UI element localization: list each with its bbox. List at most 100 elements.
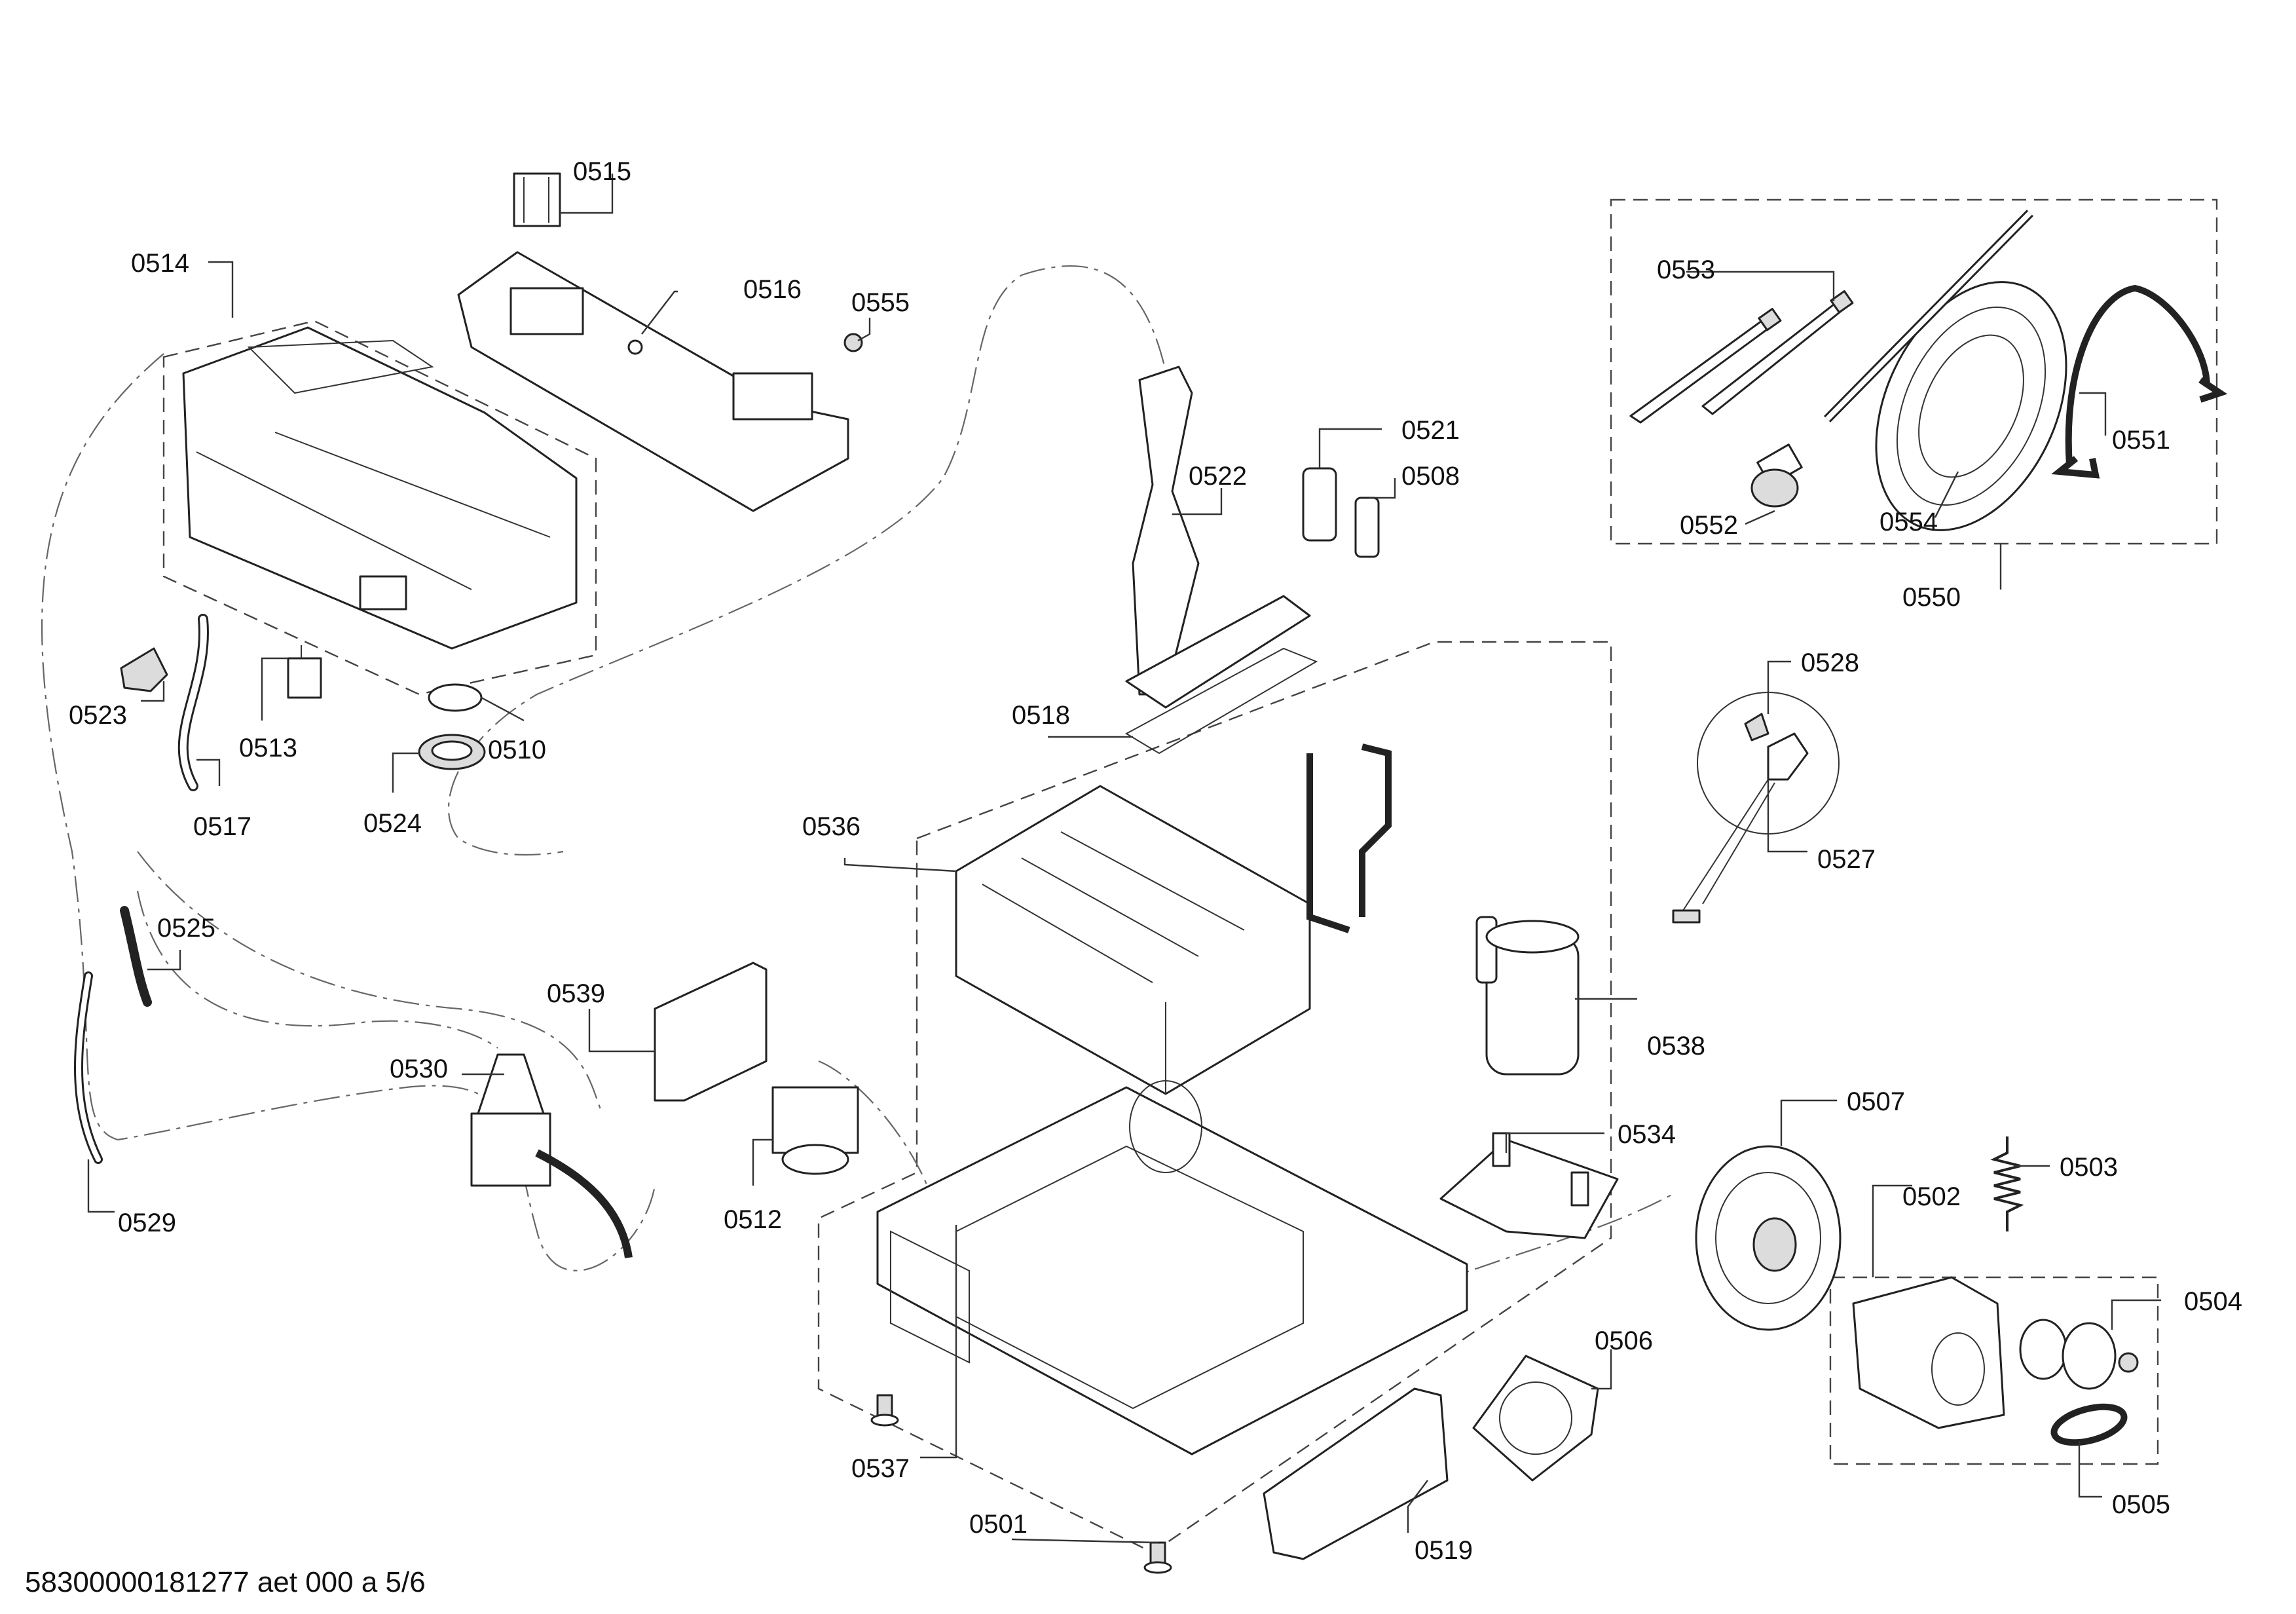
part-label-0503: 0503 <box>2060 1153 2118 1182</box>
part-0530-pump-icon <box>470 1053 633 1258</box>
part-label-0527: 0527 <box>1817 845 1876 874</box>
part-label-0536: 0536 <box>802 812 861 841</box>
part-label-0508: 0508 <box>1401 462 1460 491</box>
part-0534-mount-icon <box>1439 1132 1619 1239</box>
leader-0552 <box>1745 510 1775 525</box>
document-code: 58300000181277 aet 000 a 5/6 <box>25 1566 426 1598</box>
part-label-0551: 0551 <box>2112 426 2170 455</box>
part-0554-hose-coil-icon <box>1824 210 2067 531</box>
leader-0527 <box>1767 779 1807 853</box>
leader-0501 <box>1011 1538 1158 1544</box>
leader-0506 <box>1591 1349 1612 1390</box>
leader-0529 <box>87 1159 115 1213</box>
leader-0512 <box>752 1138 773 1186</box>
part-0510-seal-icon <box>428 683 483 712</box>
part-0552-adapter-icon <box>1750 443 1803 508</box>
part-0513-valve-icon <box>287 645 322 699</box>
leader-0534 <box>1505 1132 1604 1153</box>
part-0555-plug-icon <box>843 333 863 352</box>
part-label-0502: 0502 <box>1902 1182 1961 1211</box>
leader-0522 <box>1172 488 1223 516</box>
part-0519-gasket-icon <box>1263 1387 1449 1560</box>
leader-0536 <box>843 858 957 873</box>
part-label-0521: 0521 <box>1401 416 1460 445</box>
leader-0528 <box>1767 660 1791 714</box>
leader-0517 <box>196 759 221 786</box>
leader-0516 <box>641 290 678 335</box>
part-0516-cover-icon <box>457 251 849 512</box>
leader-0515 <box>560 174 614 214</box>
part-0502-motor-icon <box>1852 1276 2005 1429</box>
part-label-0515: 0515 <box>573 157 631 186</box>
part-label-0514: 0514 <box>131 249 189 278</box>
part-label-0523: 0523 <box>69 701 127 730</box>
leader-0555 <box>857 318 871 342</box>
part-label-0537: 0537 <box>851 1454 910 1483</box>
leader-0521 <box>1318 428 1382 468</box>
part-0527-sensor-icon <box>1672 732 1809 924</box>
part-0525-hose-icon <box>120 906 152 1007</box>
part-label-0518: 0518 <box>1012 701 1070 730</box>
hose-route-middle <box>137 851 603 1114</box>
motor-group-outline <box>1829 1276 2159 1465</box>
leader-0514 <box>208 261 234 318</box>
part-0503-spring-icon <box>1990 1136 2024 1231</box>
part-label-0553: 0553 <box>1657 255 1715 284</box>
leader-0502 <box>1872 1184 1912 1277</box>
part-label-0538: 0538 <box>1647 1032 1705 1060</box>
part-0512-motor-icon <box>771 1086 859 1175</box>
part-label-0529: 0529 <box>118 1209 176 1237</box>
leader-0519 <box>1407 1480 1428 1533</box>
part-label-0506: 0506 <box>1595 1326 1653 1355</box>
accessory-kit-outline <box>1610 198 2218 545</box>
hose-route-inner <box>136 890 498 1049</box>
part-0518-gasket-icon <box>1124 647 1318 755</box>
part-0521-capacitor-icon <box>1302 467 1337 542</box>
part-0501-screw-icon <box>1143 1541 1172 1574</box>
motor-connect-line <box>1434 1192 1677 1285</box>
part-label-0530: 0530 <box>390 1055 448 1083</box>
part-label-0507: 0507 <box>1847 1087 1905 1116</box>
part-0507-fan-wheel-icon <box>1695 1145 1842 1331</box>
leader-0539 <box>588 1009 655 1053</box>
part-label-0552: 0552 <box>1680 511 1738 540</box>
part-label-0512: 0512 <box>724 1205 782 1234</box>
leader-0510 <box>481 696 525 722</box>
part-label-0555: 0555 <box>851 288 910 317</box>
leader-0553 <box>1686 271 1835 301</box>
part-label-0528: 0528 <box>1801 648 1859 677</box>
leader-0504 <box>2111 1299 2161 1330</box>
leader-0513 <box>261 657 288 721</box>
part-0515-clip-icon <box>513 172 561 227</box>
hose-route-top <box>448 265 1174 856</box>
part-0505-belt-icon <box>2050 1403 2128 1446</box>
part-0522-duct-icon <box>1125 366 1311 709</box>
part-0508-capacitor-icon <box>1354 497 1380 558</box>
tank-group-outline <box>162 320 597 696</box>
part-label-0501: 0501 <box>969 1510 1028 1539</box>
part-0506-fan-grille-icon <box>1472 1355 1599 1482</box>
leader-0507 <box>1780 1099 1837 1146</box>
part-label-0519: 0519 <box>1415 1536 1473 1565</box>
part-0537-screw-icon <box>870 1394 899 1427</box>
part-label-0539: 0539 <box>547 979 605 1008</box>
part-0551-holder-icon <box>2051 284 2228 479</box>
leader-0524 <box>392 752 419 793</box>
hose-route-drain <box>818 1060 931 1193</box>
leader-0525 <box>147 950 181 971</box>
part-0539-plate-icon <box>654 962 768 1102</box>
part-0528-cap-icon <box>1744 713 1769 741</box>
part-0523-clip-icon <box>120 647 168 692</box>
part-label-0513: 0513 <box>239 734 297 762</box>
part-label-0524: 0524 <box>363 809 422 838</box>
part-label-0504: 0504 <box>2184 1287 2242 1316</box>
part-label-0517: 0517 <box>193 812 251 841</box>
leader-0508 <box>1369 478 1396 499</box>
part-label-0550: 0550 <box>1902 583 1961 612</box>
hose-route-left <box>41 353 656 1271</box>
part-0536-exchanger-icon <box>955 785 1311 1095</box>
part-label-0522: 0522 <box>1189 462 1247 491</box>
part-label-0516: 0516 <box>743 275 802 304</box>
leader-0551 <box>2079 392 2107 436</box>
